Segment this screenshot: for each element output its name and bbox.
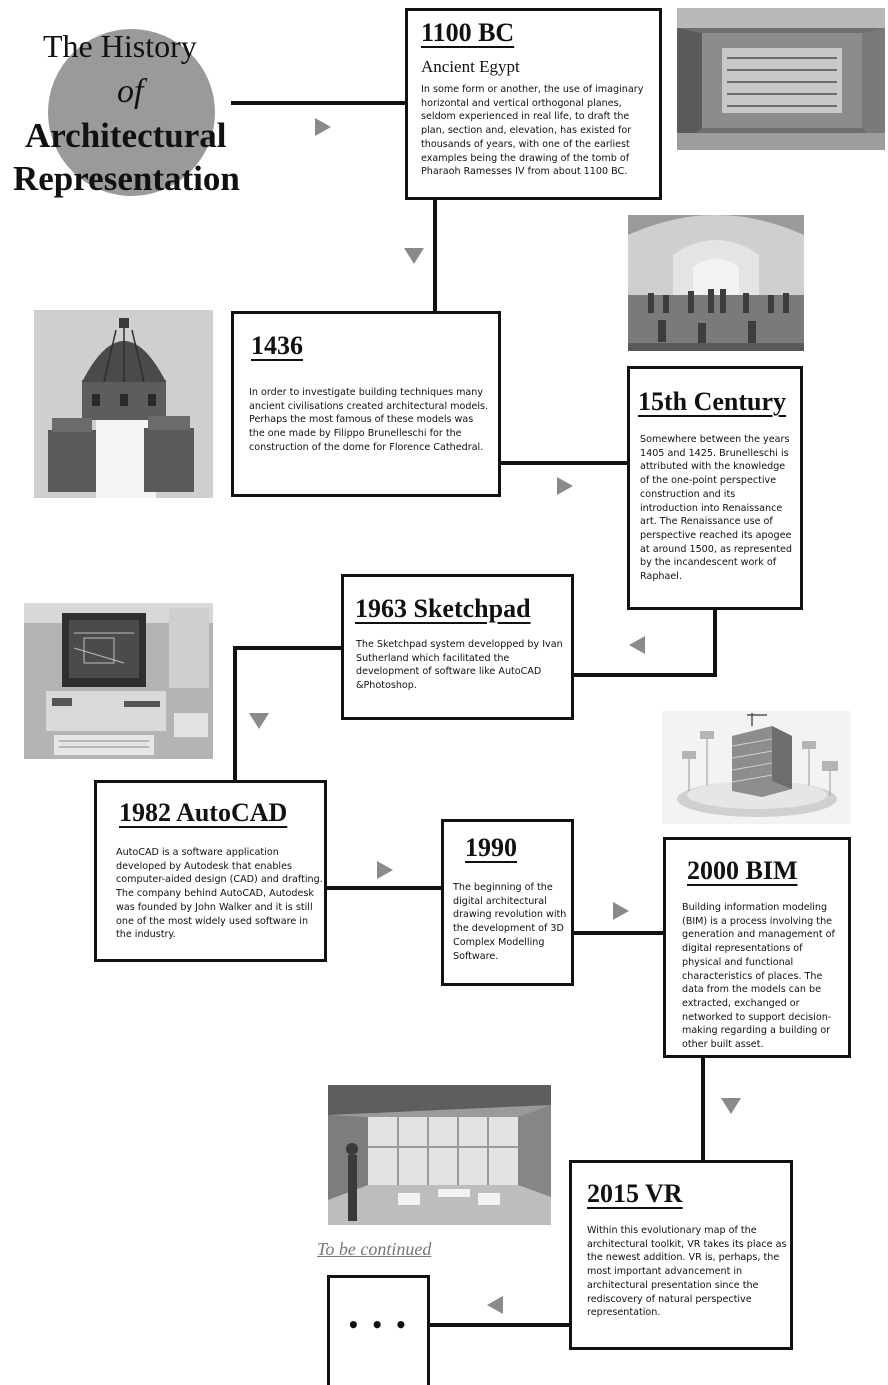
card-title: 1436 (251, 331, 303, 360)
card-title: 15th Century (638, 387, 787, 416)
connector-line (500, 461, 630, 465)
arrow-down-icon (404, 248, 424, 264)
to-be-continued-link[interactable]: To be continued (317, 1239, 432, 1259)
card-text: Somewhere between the years 1405 and 142… (640, 434, 793, 583)
card-title: 2000 BIM (687, 856, 798, 885)
card-text: The beginning of the digital architectur… (453, 882, 567, 962)
card-title: 1100 BC (421, 18, 515, 47)
arrow-right-icon (557, 477, 573, 495)
ellipsis: • • • (347, 1313, 410, 1337)
arrow-down-icon (721, 1098, 741, 1114)
dome-model-photo (34, 310, 213, 498)
connector-line (325, 886, 443, 890)
connector-line (428, 1323, 571, 1327)
connector-line (701, 1056, 705, 1162)
card-text: AutoCAD is a software application develo… (116, 847, 323, 941)
timeline-card-1436 (231, 311, 501, 497)
card-title: 1963 Sketchpad (355, 594, 531, 623)
card-text: In some form or another, the use of imag… (421, 84, 644, 178)
school-of-athens-photo (628, 215, 804, 351)
arrow-down-icon (249, 713, 269, 729)
card-title: 2015 VR (587, 1179, 683, 1208)
arrow-right-icon (377, 861, 393, 879)
connector-line (572, 931, 665, 935)
timeline-card-2015-vr (569, 1160, 793, 1350)
timeline-card-1990 (441, 819, 574, 986)
card-title: 1990 (465, 833, 517, 862)
arrow-right-icon (315, 118, 331, 136)
card-text: The Sketchpad system developped by Ivan … (356, 639, 563, 692)
autocad-computer-photo (24, 603, 213, 759)
heading-line-3: Architectural (25, 116, 227, 155)
card-title: 1982 AutoCAD (119, 798, 288, 827)
card-text: Within this evolutionary map of the arch… (587, 1225, 787, 1319)
connector-line (713, 609, 717, 676)
timeline-card-1100bc (405, 8, 662, 200)
connector-line (572, 673, 717, 677)
card-text: In order to investigate building techniq… (249, 387, 489, 453)
heading-circle (48, 29, 215, 196)
heading-line-2: of (117, 73, 144, 110)
timeline-card-2000-bim (663, 837, 851, 1058)
connector-line (233, 646, 344, 650)
timeline-card-1982-autocad (94, 780, 327, 962)
connector-line (233, 646, 237, 782)
continuation-box (327, 1275, 430, 1385)
timeline-card-15th-century (627, 366, 803, 610)
connector-line (231, 101, 407, 105)
connector-line (433, 198, 437, 312)
heading-line-1: The History (43, 28, 197, 64)
heading-line-4: Representation (13, 159, 240, 198)
arrow-right-icon (613, 902, 629, 920)
bim-illustration (662, 711, 851, 824)
card-subtitle: Ancient Egypt (421, 57, 520, 76)
timeline-card-1963-sketchpad (341, 574, 574, 720)
card-text: Building information modeling (BIM) is a… (682, 902, 835, 1051)
tomb-ceiling-photo (677, 8, 885, 150)
arrow-left-icon (487, 1296, 503, 1314)
vr-room-photo (328, 1085, 551, 1225)
arrow-left-icon (629, 636, 645, 654)
